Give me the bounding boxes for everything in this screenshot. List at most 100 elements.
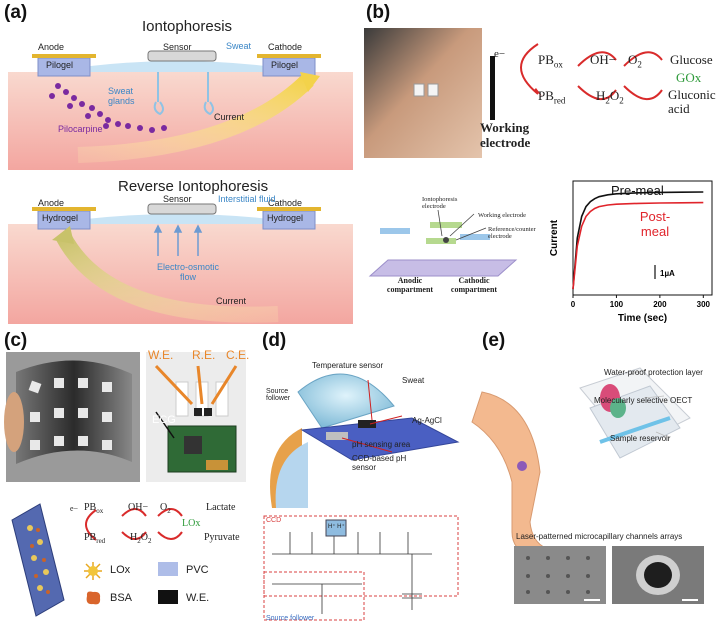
series-label-post-meal: Post-meal xyxy=(640,209,670,239)
b-pbred: PBred xyxy=(538,88,566,106)
bsa-legend-icon xyxy=(86,591,101,605)
b-working-electrode: Working electrode xyxy=(480,120,531,150)
d-h-ions: H⁺ H⁺ xyxy=(328,524,345,530)
sweat-glands-label: Sweat glands xyxy=(108,86,135,106)
c-ecg: ECG xyxy=(152,414,176,426)
reverse-iontophoresis-diagram xyxy=(8,203,353,324)
panel-label-a: (a) xyxy=(4,2,28,23)
b-glucose: Glucose xyxy=(670,52,713,67)
scale-bar-label: 1µA xyxy=(660,269,675,278)
sensor-label-2: Sensor xyxy=(163,194,192,204)
c-lactate: Lactate xyxy=(206,502,236,513)
sensor-label: Sensor xyxy=(163,42,192,52)
b-oh: OH− xyxy=(590,52,617,67)
c-pbred: PBred xyxy=(84,532,106,545)
panel-label-d: (d) xyxy=(262,330,287,351)
y-axis-label: Current xyxy=(549,219,560,256)
iontophoresis-diagram xyxy=(8,50,353,170)
c-legend-bsa: BSA xyxy=(110,592,133,604)
e-waterproof: Water-proof protection layer xyxy=(604,368,703,377)
b-working-electrode-small: Working electrode xyxy=(478,212,527,219)
c-legend-lox: LOx xyxy=(110,564,131,576)
anode-label-2: Anode xyxy=(38,198,65,208)
c-o2: O2 xyxy=(160,502,171,515)
b-pbox: PBox xyxy=(538,52,563,70)
c-electron: e− xyxy=(70,504,79,513)
c-ce: C.E. xyxy=(226,348,250,362)
e-laser: Laser-patterned microcapillary channels … xyxy=(516,532,683,541)
electro-osmotic-label: Electro-osmotic flow xyxy=(156,262,219,282)
x-tick-label: 200 xyxy=(653,300,667,309)
series-label-pre-meal: Pre-meal xyxy=(611,183,664,198)
cathode-label-2: Cathode xyxy=(268,198,303,208)
flexible-sensor-photo xyxy=(4,352,140,482)
b-h2o2: H2O2 xyxy=(596,88,624,106)
d-ag-agcl: Ag-AgCl xyxy=(412,416,442,425)
arm-photo xyxy=(364,28,482,158)
c-we: W.E. xyxy=(148,348,174,362)
hydrogel-right: Hydrogel xyxy=(267,213,304,223)
sem-image-left xyxy=(514,546,606,604)
b-anodic: Anodic compartment xyxy=(386,276,434,294)
plot-frame xyxy=(572,180,713,296)
current-label-1: Current xyxy=(214,112,245,122)
ccd-circuit xyxy=(263,515,459,621)
oect-device xyxy=(579,367,691,459)
lox-reaction-scheme xyxy=(85,508,183,541)
pilocarpine-label: Pilocarpine xyxy=(58,124,103,134)
b-ref-counter: Reference/counter electrode xyxy=(488,226,536,240)
anode-label: Anode xyxy=(38,42,65,52)
d-ph-area: pH sensing area xyxy=(352,440,411,449)
e-reservoir: Sample reservoir xyxy=(610,434,671,443)
cathode-label: Cathode xyxy=(268,42,303,52)
electrode-pcb-photo xyxy=(146,352,246,482)
c-h2o2: H2O2 xyxy=(130,532,152,545)
interstitial-label: Interstitial fluid xyxy=(218,194,276,204)
d-source-follower-top: Source follower xyxy=(266,388,291,402)
x-tick-label: 100 xyxy=(610,300,624,309)
sensor-array-schematic xyxy=(11,503,65,617)
lox-legend-icon xyxy=(84,562,102,580)
b-gluconic: Gluconic acid xyxy=(668,87,716,116)
c-pbox: PBox xyxy=(84,502,104,515)
series-line-post-meal xyxy=(572,201,704,290)
sem-image-right xyxy=(612,546,704,604)
reverse-title: Reverse Iontophoresis xyxy=(118,178,269,195)
panel-label-e: (e) xyxy=(482,330,506,351)
c-legend-pvc: PVC xyxy=(186,564,209,576)
current-label-2: Current xyxy=(216,296,247,306)
c-oh: OH− xyxy=(128,502,149,513)
ph-sensor-device xyxy=(270,373,460,508)
b-ionto-electrode: Iontophoresis electrode xyxy=(422,196,458,210)
pilogel-left: Pilogel xyxy=(46,60,74,70)
b-electron: e− xyxy=(494,48,506,60)
b-gox: GOx xyxy=(676,70,702,85)
d-ccd: CCD xyxy=(266,517,282,524)
pvc-legend-swatch xyxy=(158,562,178,576)
panel-label-c: (c) xyxy=(4,330,28,351)
d-ccd-ph: CCD-based pH sensor xyxy=(352,454,407,472)
e-oect: Molecularly selective OECT xyxy=(594,396,693,405)
c-legend-we: W.E. xyxy=(186,592,210,604)
c-re: R.E. xyxy=(192,348,216,362)
d-sweat: Sweat xyxy=(402,376,425,385)
series-line-pre-meal xyxy=(572,191,704,290)
pb-reaction-scheme xyxy=(490,43,663,120)
x-axis-label: Time (sec) xyxy=(618,313,667,324)
c-lox-mid: LOx xyxy=(182,518,201,529)
b-o2: O2 xyxy=(628,52,642,70)
sweat-label: Sweat xyxy=(226,41,252,51)
panel-label-b: (b) xyxy=(366,2,391,23)
device-schematic xyxy=(368,209,518,277)
x-tick-label: 300 xyxy=(697,300,711,309)
x-tick-label: 0 xyxy=(571,300,576,309)
b-cathodic: Cathodic compartment xyxy=(450,276,498,294)
hydrogel-left: Hydrogel xyxy=(42,213,79,223)
pilogel-right: Pilogel xyxy=(271,60,299,70)
iontophoresis-title: Iontophoresis xyxy=(142,18,233,35)
d-temp-sensor: Temperature sensor xyxy=(312,361,384,370)
c-pyruvate: Pyruvate xyxy=(204,532,240,543)
we-legend-swatch xyxy=(158,590,178,604)
d-source-follower-bottom: Source follower xyxy=(266,615,315,622)
